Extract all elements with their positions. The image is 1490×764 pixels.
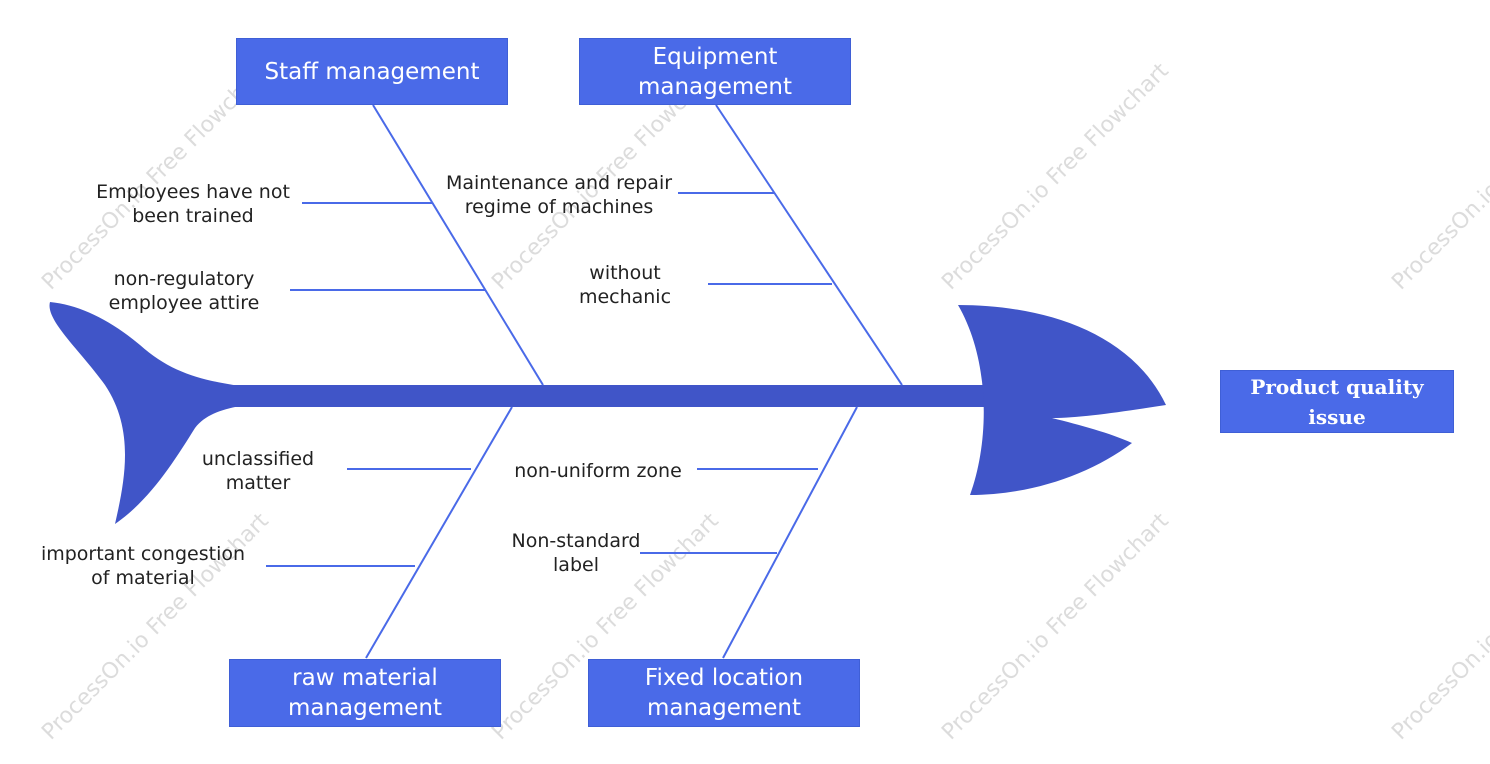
bone-staff bbox=[372, 104, 544, 386]
bone-material bbox=[365, 406, 513, 659]
category-equipment: Equipment management bbox=[579, 38, 851, 105]
cause-label: non-regulatory employee attire bbox=[108, 268, 260, 314]
category-material: raw material management bbox=[229, 659, 501, 727]
cause-label: without mechanic bbox=[578, 262, 672, 308]
bone-location bbox=[722, 406, 858, 659]
result-box: Product quality issue bbox=[1220, 370, 1454, 433]
cause-label: Maintenance and repair regime of machine… bbox=[445, 172, 673, 218]
cause-label: unclassified matter bbox=[201, 448, 315, 494]
cause-label: Employees have not been trained bbox=[96, 181, 290, 227]
category-location: Fixed location management bbox=[588, 659, 860, 727]
cause-label: non-uniform zone bbox=[514, 460, 682, 482]
fish-spine bbox=[230, 385, 990, 407]
cause-label: Non-standard label bbox=[511, 530, 641, 576]
bone-equipment bbox=[715, 104, 903, 386]
category-staff: Staff management bbox=[236, 38, 508, 105]
fish-head bbox=[958, 305, 1166, 495]
cause-label: important congestion of material bbox=[40, 543, 246, 589]
fish-tail bbox=[49, 302, 240, 524]
